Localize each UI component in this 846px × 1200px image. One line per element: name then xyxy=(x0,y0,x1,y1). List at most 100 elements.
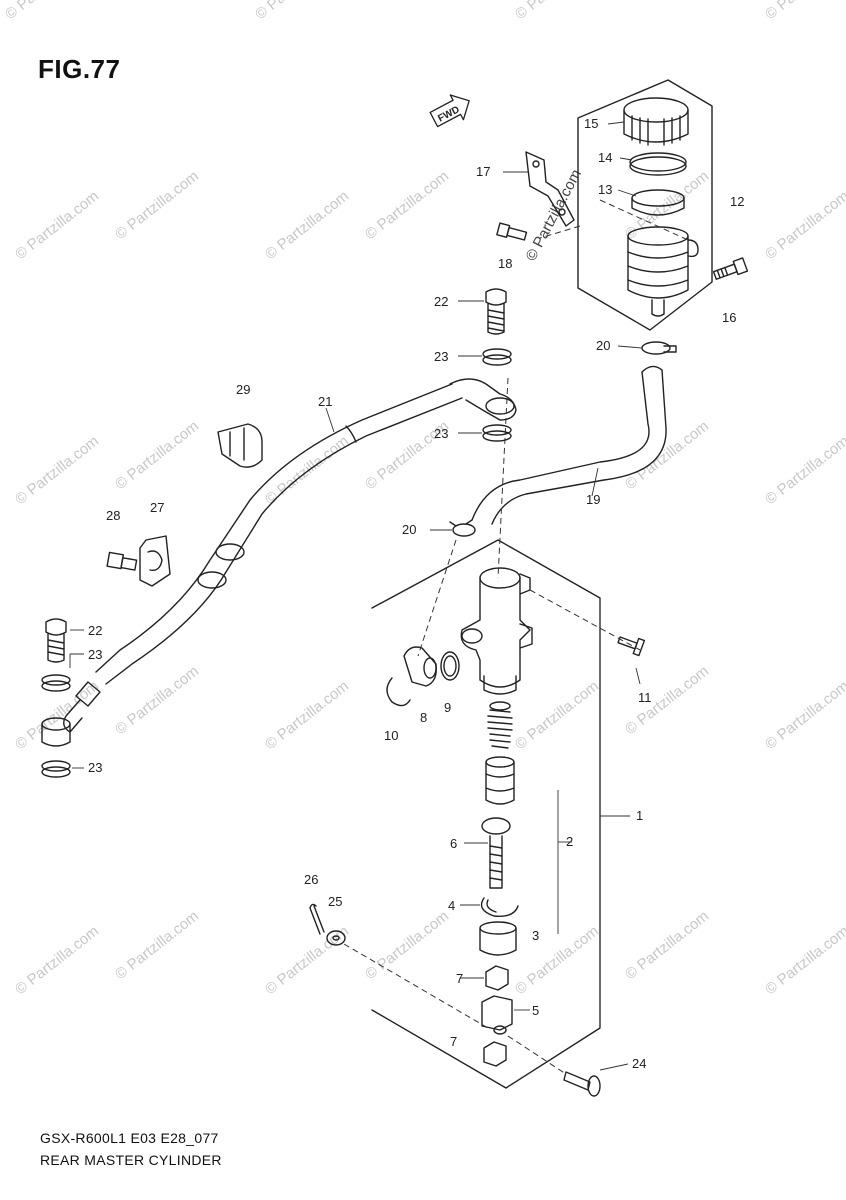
watermark-text: © Partzilla.com xyxy=(762,188,846,264)
push-rod xyxy=(481,817,511,889)
callout-label: 26 xyxy=(304,872,318,887)
callout-label: 22 xyxy=(88,623,102,638)
watermark-text: © Partzilla.com xyxy=(762,433,846,509)
watermark-text: © Partzilla.com xyxy=(112,168,202,244)
watermark-text: © Partzilla.com xyxy=(12,433,102,509)
watermark-text: © Partzilla.com xyxy=(2,0,92,23)
watermark-text: © Partzilla.com xyxy=(262,923,352,999)
callout-label: 6 xyxy=(450,836,457,851)
master-cylinder-body xyxy=(460,567,533,695)
bolt-16 xyxy=(712,257,749,280)
watermark-text-strong: © Partzilla.com xyxy=(523,167,585,264)
diaphragm-plate xyxy=(629,152,687,176)
callout-label: 22 xyxy=(434,294,448,309)
callout-label: 18 xyxy=(498,256,512,271)
watermark-layer: © Partzilla.com© Partzilla.com© Partzill… xyxy=(2,0,846,998)
washer-25 xyxy=(326,930,346,946)
watermark-text: © Partzilla.com xyxy=(622,908,712,984)
reservoir-bracket xyxy=(525,151,575,227)
nut-7a xyxy=(485,965,509,991)
clevis xyxy=(481,995,513,1035)
footer-model-code: GSX-R600L1 E03 E28_077 xyxy=(40,1130,219,1146)
union-bolt-upper xyxy=(485,288,507,335)
watermark-text: © Partzilla.com xyxy=(512,678,602,754)
watermark-text: © Partzilla.com xyxy=(622,663,712,739)
watermark-text: © Partzilla.com xyxy=(112,663,202,739)
callout-label: 4 xyxy=(448,898,455,913)
watermark-text: © Partzilla.com xyxy=(12,188,102,264)
callout-label: 24 xyxy=(632,1056,646,1071)
nut-7b xyxy=(483,1041,507,1067)
watermark-text: © Partzilla.com xyxy=(112,418,202,494)
callout-label: 20 xyxy=(402,522,416,537)
callout-label: 20 xyxy=(596,338,610,353)
reservoir-hose xyxy=(471,365,667,525)
watermark-text: © Partzilla.com xyxy=(362,168,452,244)
callout-label: 3 xyxy=(532,928,539,943)
callout-label: 9 xyxy=(444,700,451,715)
hose-clamp-upper xyxy=(641,341,677,355)
hose-clamp-lower xyxy=(449,519,476,537)
hose-clamp-29 xyxy=(217,423,263,468)
watermark-text: © Partzilla.com xyxy=(512,923,602,999)
screw-11 xyxy=(617,636,646,657)
piston xyxy=(485,756,515,805)
watermark-text: © Partzilla.com xyxy=(252,0,342,23)
hose-clamp-27 xyxy=(139,535,171,587)
diaphragm xyxy=(631,189,685,216)
brake-hose xyxy=(63,383,463,733)
callout-label: 2 xyxy=(566,834,573,849)
callout-label: 1 xyxy=(636,808,643,823)
cotter-pin xyxy=(309,903,325,935)
watermark-text: © Partzilla.com xyxy=(262,433,352,509)
callout-label: 28 xyxy=(106,508,120,523)
callout-label: 13 xyxy=(598,182,612,197)
watermark-text: © Partzilla.com xyxy=(762,0,846,23)
master-cylinder-group-box xyxy=(371,539,601,1089)
callout-label: 17 xyxy=(476,164,490,179)
watermark-text: © Partzilla.com xyxy=(12,923,102,999)
callout-label: 5 xyxy=(532,1003,539,1018)
reservoir-body xyxy=(627,226,699,317)
callout-label: 19 xyxy=(586,492,600,507)
callout-label: 7 xyxy=(456,971,463,986)
boot xyxy=(479,921,517,956)
piston-spring xyxy=(487,701,513,749)
figure-title: FIG.77 xyxy=(38,54,121,84)
callout-label: 25 xyxy=(328,894,342,909)
callout-label: 15 xyxy=(584,116,598,131)
callout-label: 12 xyxy=(730,194,744,209)
callout-label: 7 xyxy=(450,1034,457,1049)
o-ring-9 xyxy=(440,651,460,681)
watermark-text: © Partzilla.com xyxy=(12,678,102,754)
callout-label: 27 xyxy=(150,500,164,515)
circlip-10 xyxy=(386,677,411,707)
banjo-fitting-lower xyxy=(41,717,71,747)
callout-label: 21 xyxy=(318,394,332,409)
inlet-fitting xyxy=(403,646,437,687)
watermark-text: © Partzilla.com xyxy=(622,418,712,494)
circlip-4 xyxy=(480,897,519,917)
reservoir-group-box xyxy=(577,79,713,331)
washer-23d xyxy=(41,760,71,778)
watermark-text: © Partzilla.com xyxy=(512,0,602,23)
bolt-18 xyxy=(496,222,528,241)
callout-label: 10 xyxy=(384,728,398,743)
union-bolt-lower xyxy=(45,618,67,663)
washer-23b xyxy=(482,424,512,442)
washer-23a xyxy=(482,348,512,366)
callout-label: 11 xyxy=(638,690,652,705)
watermark-text: © Partzilla.com xyxy=(112,908,202,984)
watermark-text: © Partzilla.com xyxy=(262,188,352,264)
callout-label: 16 xyxy=(722,310,736,325)
callout-label: 23 xyxy=(88,760,102,775)
callout-label: 8 xyxy=(420,710,427,725)
clevis-pin xyxy=(563,1071,601,1097)
callout-label: 14 xyxy=(598,150,612,165)
callout-label: 29 xyxy=(236,382,250,397)
fwd-arrow-icon xyxy=(429,94,470,128)
callout-label: 23 xyxy=(88,647,102,662)
watermark-text: © Partzilla.com xyxy=(762,678,846,754)
banjo-fitting-upper xyxy=(449,378,517,421)
washer-23c xyxy=(41,674,71,692)
